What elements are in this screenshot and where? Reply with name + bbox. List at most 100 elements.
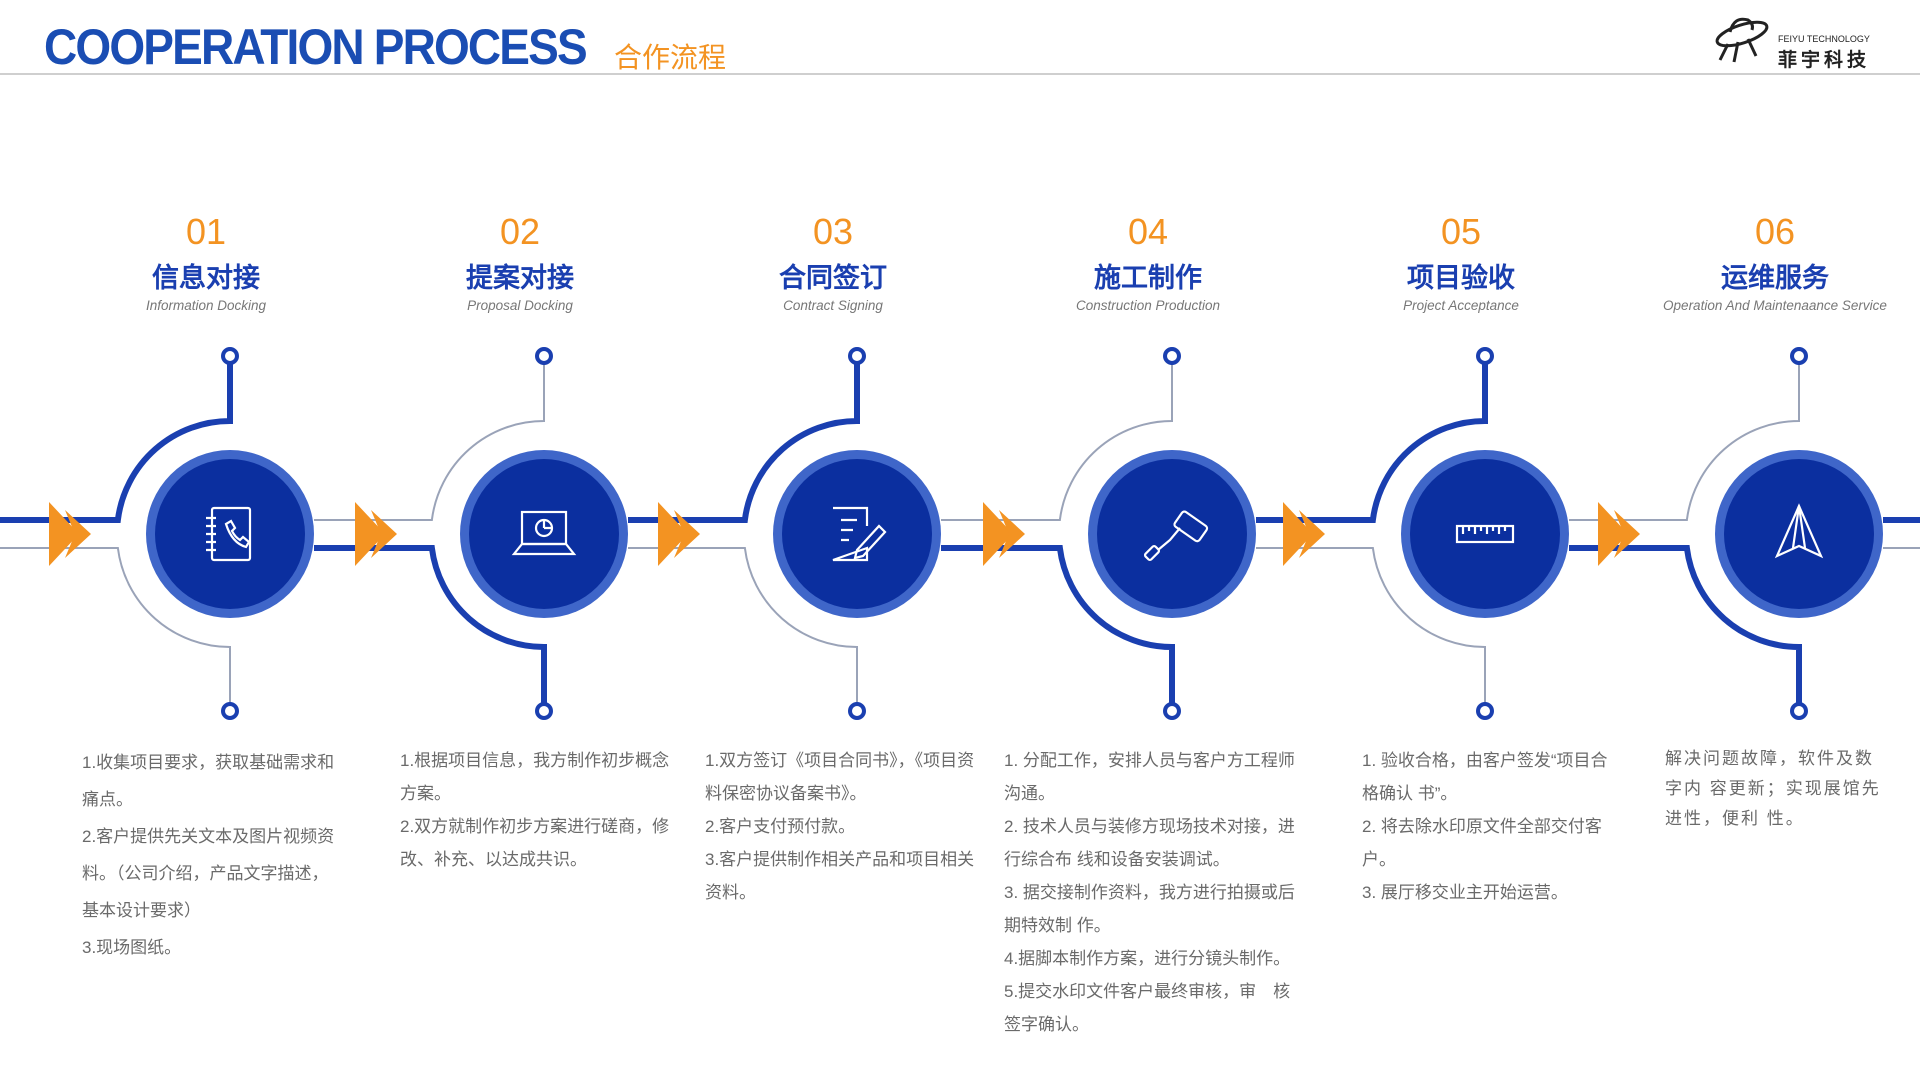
step-description: 1.根据项目信息，我方制作初步概念方案。 2.双方就制作初步方案进行磋商，修改、补… bbox=[400, 744, 672, 876]
chevron-arrow-icon bbox=[65, 510, 91, 558]
connector-line-bottom bbox=[941, 545, 1175, 703]
step-description: 1. 验收合格，由客户签发“项目合格确认 书”。 2. 将去除水印原文件全部交付客… bbox=[1362, 744, 1612, 909]
description-item: 1. 验收合格，由客户签发“项目合格确认 书”。 bbox=[1362, 751, 1608, 803]
step-title: 运维服务 bbox=[1721, 263, 1829, 293]
step-circle bbox=[1410, 459, 1560, 609]
chevron-arrow-icon bbox=[1598, 502, 1628, 566]
connector-dot-top bbox=[535, 347, 553, 365]
description-item: 1.双方签订《项目合同书》，《项目资料保密协议备案书》。 bbox=[705, 751, 975, 803]
connector-line-bottom bbox=[0, 547, 231, 703]
connector-line-top bbox=[941, 364, 1173, 521]
description-item: 1. 分配工作，安排人员与客户方工程师沟通。 bbox=[1004, 751, 1295, 803]
step-title: 合同签订 bbox=[779, 263, 887, 293]
step-subtitle: Operation And Maintenaance Service bbox=[1663, 298, 1887, 313]
step-header: 03 合同签订 Contract Signing bbox=[673, 211, 993, 314]
connector-dot-top bbox=[848, 347, 866, 365]
phone-book-icon bbox=[206, 506, 252, 562]
step-number: 01 bbox=[185, 211, 227, 252]
step-circle bbox=[469, 459, 619, 609]
step-header: 05 项目验收 Project Acceptance bbox=[1301, 211, 1621, 314]
description-item: 1.收集项目要求，获取基础需求和痛点。 bbox=[82, 753, 335, 809]
description-item: 2. 将去除水印原文件全部交付客户。 bbox=[1362, 817, 1602, 869]
description-item: 2. 技术人员与装修方现场技术对接，进行综合布 线和设备安装调试。 bbox=[1004, 817, 1295, 869]
step-number: 02 bbox=[499, 211, 541, 252]
step-number: 06 bbox=[1754, 211, 1796, 252]
description-item: 3.现场图纸。 bbox=[82, 938, 182, 957]
connector-line-top bbox=[1256, 364, 1488, 523]
chevron-arrow-icon bbox=[983, 502, 1013, 566]
document-sign-icon bbox=[832, 506, 887, 562]
connector-line-top bbox=[1569, 364, 1800, 521]
connector-line-top bbox=[628, 364, 860, 523]
step-title: 项目验收 bbox=[1407, 263, 1515, 293]
step-title: 提案对接 bbox=[466, 263, 574, 293]
description-item: 3. 展厅移交业主开始运营。 bbox=[1362, 883, 1568, 902]
connector-line-bottom bbox=[1256, 547, 1486, 703]
step-subtitle: Proposal Docking bbox=[467, 298, 573, 313]
description-item: 5.提交水印文件客户最终审核，审 核签字确认。 bbox=[1004, 982, 1291, 1034]
step-subtitle: Information Docking bbox=[145, 298, 267, 313]
ruler-icon bbox=[1455, 524, 1515, 544]
step-header: 01 信息对接 Information Docking bbox=[46, 211, 366, 314]
connector-dot-bottom bbox=[1790, 702, 1808, 720]
connector-dot-top bbox=[1163, 347, 1181, 365]
step-title: 信息对接 bbox=[152, 263, 260, 293]
page-title: COOPERATION PROCESS bbox=[44, 19, 588, 75]
connector-line-bottom bbox=[314, 545, 547, 703]
step-subtitle: Project Acceptance bbox=[1403, 298, 1519, 313]
connector-line-top bbox=[0, 364, 233, 523]
logo-text-cn: 菲宇科技 bbox=[1778, 50, 1871, 71]
step-header: 06 运维服务 Operation And Maintenaance Servi… bbox=[1615, 211, 1920, 314]
paint-roller-icon bbox=[1143, 510, 1209, 562]
step-header: 02 提案对接 Proposal Docking bbox=[360, 211, 680, 314]
chevron-arrow-icon bbox=[355, 502, 385, 566]
chevron-arrow-icon bbox=[1299, 510, 1325, 558]
page-subtitle: 合作流程 bbox=[614, 42, 727, 73]
chevron-arrow-icon bbox=[371, 510, 397, 558]
chevron-arrow-icon bbox=[49, 502, 79, 566]
description-item: 4.据脚本制作方案，进行分镜头制作。 bbox=[1004, 949, 1291, 968]
chevron-arrow-icon bbox=[674, 510, 700, 558]
step-title: 施工制作 bbox=[1094, 263, 1202, 293]
step-description: 解决问题故障，软件及数字内 容更新；实现展馆先进性，便利 性。 bbox=[1665, 744, 1883, 834]
description-item: 3. 据交接制作资料，我方进行拍摄或后期特效制 作。 bbox=[1004, 883, 1295, 935]
description-item: 解决问题故障，软件及数字内 容更新；实现展馆先进性，便利 性。 bbox=[1665, 749, 1881, 828]
laptop-chart-icon bbox=[511, 510, 577, 556]
connector-dot-top bbox=[221, 347, 239, 365]
step-subtitle: Construction Production bbox=[1075, 298, 1221, 313]
connector-line-bottom bbox=[1569, 545, 1802, 703]
step-circle bbox=[1097, 459, 1247, 609]
description-item: 3.客户提供制作相关产品和项目相关资料。 bbox=[705, 850, 975, 902]
step-description: 1.双方签订《项目合同书》，《项目资料保密协议备案书》。 2.客户支付预付款。 3.… bbox=[705, 744, 980, 909]
company-logo: FEIYU TECHNOLOGY 菲宇科技 bbox=[1712, 12, 1892, 71]
step-number: 04 bbox=[1127, 211, 1169, 252]
ufo-logo-icon bbox=[1715, 17, 1769, 63]
connector-dot-bottom bbox=[1476, 702, 1494, 720]
chevron-arrow-icon bbox=[1614, 510, 1640, 558]
description-item: 2.客户支付预付款。 bbox=[705, 817, 856, 836]
description-item: 2.客户提供先关文本及图片视频资料。（公司介绍，产品文字描述，基本设计要求） bbox=[82, 827, 335, 920]
logo-text-en: FEIYU TECHNOLOGY bbox=[1778, 34, 1870, 44]
chevron-arrow-icon bbox=[999, 510, 1025, 558]
connector-dot-top bbox=[1790, 347, 1808, 365]
chevron-arrow-icon bbox=[658, 502, 688, 566]
step-description: 1. 分配工作，安排人员与客户方工程师沟通。 2. 技术人员与装修方现场技术对接，… bbox=[1004, 744, 1304, 1041]
connector-line-bottom bbox=[628, 547, 858, 703]
connector-dot-bottom bbox=[848, 702, 866, 720]
connector-dot-bottom bbox=[1163, 702, 1181, 720]
connector-dot-top bbox=[1476, 347, 1494, 365]
step-header: 04 施工制作 Construction Production bbox=[988, 211, 1308, 314]
chevron-arrow-icon bbox=[1283, 502, 1313, 566]
description-item: 1.根据项目信息，我方制作初步概念方案。 bbox=[400, 751, 670, 803]
pyramid-icon bbox=[1774, 503, 1824, 559]
connector-dot-bottom bbox=[221, 702, 239, 720]
connector-dot-bottom bbox=[535, 702, 553, 720]
header-divider bbox=[0, 73, 1920, 75]
step-circle bbox=[782, 459, 932, 609]
step-number: 05 bbox=[1440, 211, 1482, 252]
connector-line-top bbox=[314, 364, 545, 521]
step-subtitle: Contract Signing bbox=[783, 298, 883, 313]
description-item: 2.双方就制作初步方案进行磋商，修改、补充、以达成共识。 bbox=[400, 817, 670, 869]
step-number: 03 bbox=[812, 211, 854, 252]
